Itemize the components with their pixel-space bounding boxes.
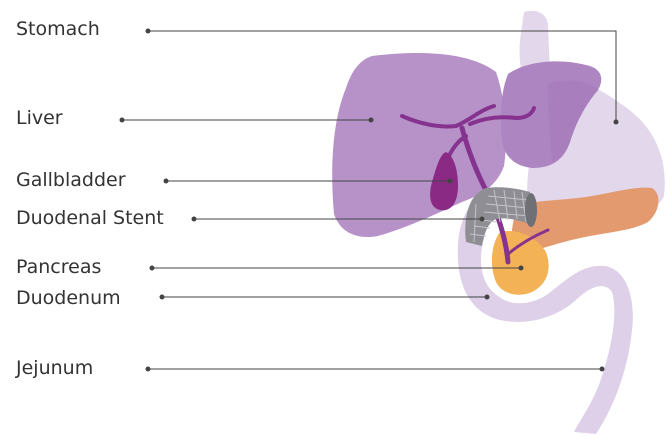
stent-dot-end	[480, 217, 485, 222]
jejunum-dot-start	[146, 367, 151, 372]
pancreas-dot-start	[150, 266, 155, 271]
duodenum-label: Duodenum	[16, 287, 121, 309]
gallbladder-label: Gallbladder	[16, 169, 126, 191]
pancreas-label: Pancreas	[16, 256, 101, 278]
stomach-dot-end	[614, 120, 619, 125]
pancreas-dot-end	[519, 266, 524, 271]
liver-dot-start	[120, 118, 125, 123]
stent-end	[525, 193, 537, 227]
duodenum-dot-end	[485, 295, 490, 300]
jejunum-dot-end	[600, 367, 605, 372]
duodenal-stent-label: Duodenal Stent	[16, 207, 164, 229]
duodenum-dot-start	[160, 295, 165, 300]
stomach-label: Stomach	[16, 18, 100, 40]
gallbladder-dot-end	[448, 179, 453, 184]
liver-label: Liver	[16, 107, 63, 129]
jejunum-label: Jejunum	[16, 357, 93, 379]
liver-dot-end	[369, 118, 374, 123]
stomach-dot-start	[146, 29, 151, 34]
stent-dot-start	[192, 217, 197, 222]
gallbladder-dot-start	[164, 179, 169, 184]
